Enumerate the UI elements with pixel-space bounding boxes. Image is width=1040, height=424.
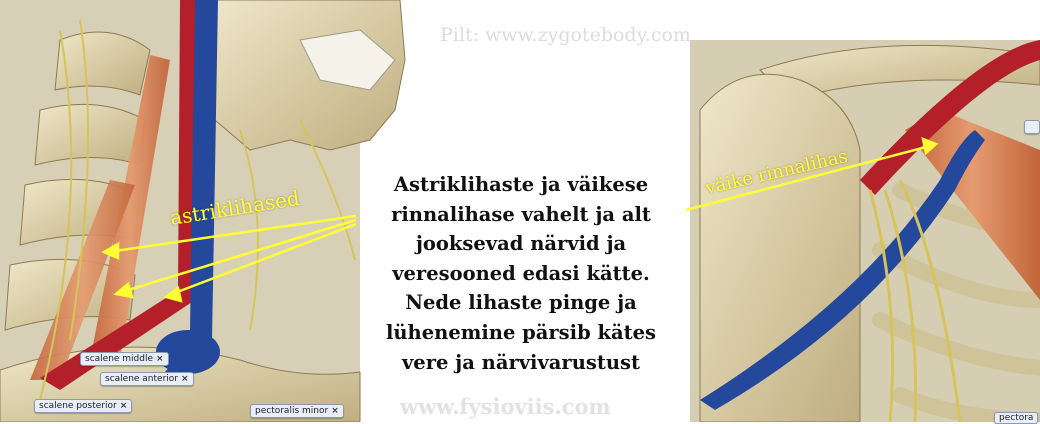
- caption-line: rinnalihase vahelt ja alt: [356, 200, 686, 230]
- source-watermark: Pilt: www.zygotebody.com: [440, 24, 691, 46]
- close-icon[interactable]: ×: [181, 374, 189, 384]
- close-icon[interactable]: ×: [331, 406, 339, 416]
- caption-line: Astriklihaste ja väikese: [356, 170, 686, 200]
- caption-line: veresooned edasi kätte.: [356, 259, 686, 289]
- tag-cropped[interactable]: [1024, 120, 1040, 134]
- tag-label: scalene anterior: [105, 374, 178, 384]
- caption-line: jooksevad närvid ja: [356, 229, 686, 259]
- tag-scalene-middle[interactable]: scalene middle×: [80, 352, 169, 366]
- tag-label: scalene middle: [85, 354, 153, 364]
- caption-line: Nede lihaste pinge ja: [356, 288, 686, 318]
- tag-scalene-posterior[interactable]: scalene posterior×: [34, 399, 132, 413]
- caption-line: lühenemine pärsib kätes: [356, 318, 686, 348]
- close-icon[interactable]: ×: [120, 401, 128, 411]
- site-watermark: www.fysioviis.com: [400, 394, 611, 419]
- tag-label: scalene posterior: [39, 401, 117, 411]
- close-icon[interactable]: ×: [156, 354, 164, 364]
- tag-label: pectoralis minor: [255, 406, 328, 416]
- shoulder-panel: [690, 0, 1040, 422]
- caption-text: Astriklihaste ja väikese rinnalihase vah…: [356, 170, 686, 377]
- tag-pectoralis-minor[interactable]: pectoralis minor×: [250, 404, 344, 418]
- tag-scalene-anterior[interactable]: scalene anterior×: [100, 372, 194, 386]
- caption-line: vere ja närvivarustust: [356, 348, 686, 378]
- tag-pectoral-partial[interactable]: pectora: [994, 412, 1038, 424]
